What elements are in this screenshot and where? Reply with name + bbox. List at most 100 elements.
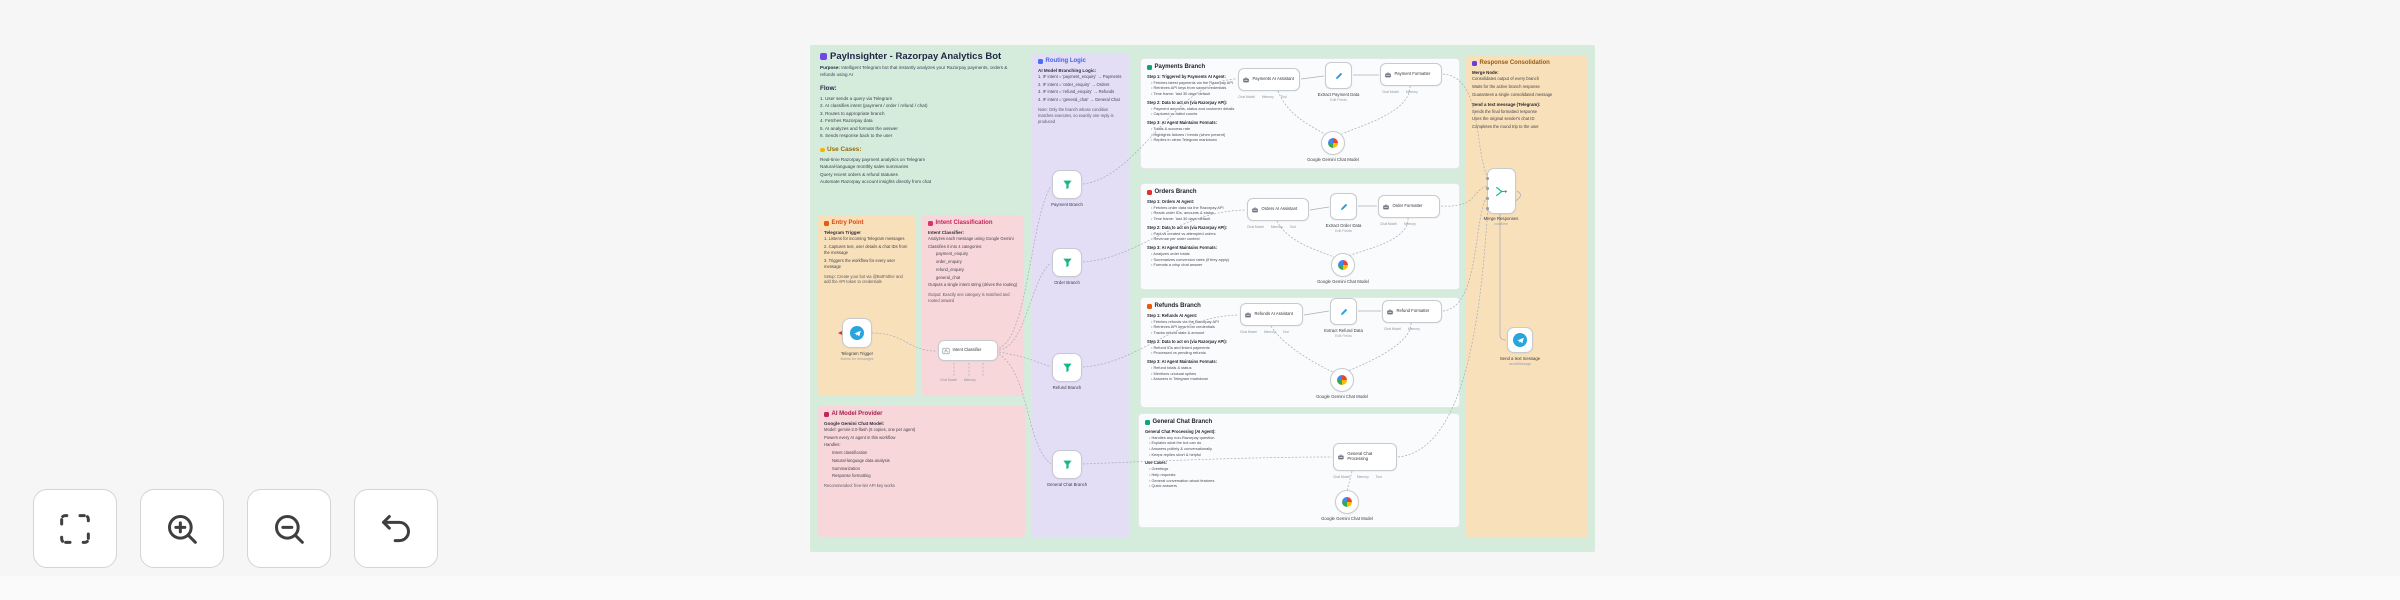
- telegram-icon: [1513, 333, 1527, 347]
- list-item: Quick answers: [1149, 483, 1297, 489]
- classifier-connector-labels: Chat Model Memory: [940, 378, 976, 382]
- robot-icon: [1385, 71, 1391, 77]
- filter-icon: [1062, 258, 1072, 268]
- orders-set-node: [1330, 193, 1357, 220]
- list-item: Revenue per order context: [1151, 236, 1299, 242]
- package-icon: [1147, 189, 1152, 195]
- bottom-strip: [0, 576, 2400, 600]
- list-item: Answers politely & conversationally: [1149, 446, 1297, 452]
- list-item: Mentions unusual spikes: [1151, 371, 1299, 377]
- gemini-icon: [1337, 375, 1347, 385]
- list-item: 4. Fetches Razorpay data: [820, 118, 873, 124]
- list-item: Sends the final formatted response: [1472, 108, 1537, 114]
- routing-subtitle: AI Model Branching Logic:: [1038, 67, 1097, 73]
- list-item: payment_enquiry: [936, 251, 969, 257]
- payments-formatter-agent-node: Payment Formatter: [1380, 63, 1442, 86]
- merge-icon: [1496, 186, 1508, 196]
- refresh-icon: [1472, 60, 1477, 66]
- refunds-agent-node: Refunds AI Assistant: [1240, 303, 1303, 326]
- undo-button[interactable]: [354, 489, 438, 568]
- telegram-icon: [850, 326, 864, 340]
- payments-set-node: [1325, 62, 1352, 89]
- ai-model-header: AI Model Provider: [824, 411, 1019, 418]
- orders-set-label: Extract Order Data Edit Fields: [1325, 223, 1362, 233]
- list-item: Processed vs pending refunds: [1151, 350, 1299, 356]
- order-branch-filter-label: Order Branch: [1054, 280, 1080, 285]
- list-item: Fetches order data via the Razorpay API: [1151, 205, 1299, 211]
- agent-connector-labels: Chat Model Memory Tool: [1238, 95, 1287, 99]
- send-group-title: Send a text message (Telegram):: [1472, 101, 1541, 107]
- list-item: 6. Sends response back to the user: [820, 133, 893, 138]
- list-item: Waits for the active branch response: [1472, 84, 1540, 89]
- ai-model-items: Model: gemini-2.0-flash (6 copies, one p…: [824, 427, 1019, 448]
- sticky-intent-classification: Intent Classification Intent Classifier:…: [922, 215, 1024, 396]
- agent-connector-labels: Chat Model Memory: [1380, 222, 1416, 226]
- general-chat-branch-notes: General Chat Processing (AI Agent): Hand…: [1145, 429, 1297, 489]
- agent-connector-labels: Chat Model Memory: [1384, 327, 1420, 331]
- merge-input-dot: [1486, 177, 1489, 180]
- purpose-label: Purpose:: [820, 65, 840, 70]
- list-item: 2. AI classifies intent (payment / order…: [820, 103, 928, 109]
- filter-icon: [1062, 363, 1072, 373]
- general-chat-filter-node: [1052, 450, 1082, 479]
- intent-classifier-node: Intent Classifier: [938, 340, 998, 361]
- list-item: Intent classification: [832, 450, 868, 456]
- list-item: Query recent orders & refund statuses: [820, 171, 898, 177]
- purpose-line: Purpose: Intelligent Telegram bot that i…: [820, 65, 1022, 78]
- robot-icon: [1245, 311, 1251, 317]
- use-cases-heading: Use Cases:: [820, 146, 1022, 153]
- shuffle-icon: [1038, 58, 1043, 64]
- gemini-icon: [1338, 260, 1348, 270]
- orders-branch-header: Orders Branch: [1147, 189, 1453, 196]
- list-item: Uses the original sender's chat ID: [1472, 116, 1535, 122]
- list-item: 3. IF intent = 'refund_enquiry' → Refund…: [1038, 89, 1115, 95]
- robot-icon: [1338, 454, 1344, 460]
- send-message-label: Send a text message sendMessage: [1499, 356, 1541, 366]
- orders-gemini-label: Google Gemini Chat Model: [1317, 279, 1369, 284]
- intent-note: Output: Exactly one category is matched …: [928, 292, 1010, 304]
- entry-subtitle: Telegram Trigger: [824, 229, 861, 235]
- response-header: Response Consolidation: [1472, 60, 1582, 67]
- intent-tail: Outputs a single intent string (drives t…: [928, 282, 1018, 288]
- refunds-gemini-label: Google Gemini Chat Model: [1316, 394, 1368, 399]
- zoom-in-button[interactable]: [140, 489, 224, 568]
- list-item: Summarization: [832, 465, 860, 471]
- chat-bubble-icon: [1145, 419, 1150, 425]
- agent-connector-labels: Chat Model Memory Tool: [1240, 330, 1289, 334]
- list-item: Guarantees a single consolidated message: [1472, 91, 1553, 97]
- general-chat-branch-card: General Chat Branch General Chat Process…: [1138, 413, 1460, 528]
- list-item: Keeps replies short & helpful: [1149, 452, 1297, 458]
- robot-icon: [1252, 206, 1258, 212]
- diagram-title-text: PayInsighter - Razorpay Analytics Bot: [830, 51, 1002, 62]
- refunds-gemini-model-node: [1330, 368, 1354, 392]
- routing-header: Routing Logic: [1038, 58, 1123, 65]
- list-item: Handles any non-Razorpay question: [1149, 435, 1297, 441]
- sticky-entry-point: Entry Point Telegram Trigger 1. Listens …: [818, 215, 915, 396]
- refunds-formatter-agent-node: Refund Formatter: [1382, 300, 1442, 323]
- general-chat-gemini-label: Google Gemini Chat Model: [1321, 516, 1373, 521]
- merge-input-dot: [1486, 187, 1489, 190]
- list-item: 2. Captures text, user details & chat ID…: [824, 243, 908, 255]
- ai-model-note: Recommended: free-tier API key works: [824, 483, 895, 489]
- general-chat-branch-header: General Chat Branch: [1145, 419, 1453, 426]
- list-item: Replies in clean Telegram markdown: [1151, 137, 1299, 143]
- zoom-out-button[interactable]: [247, 489, 331, 568]
- list-item: Model: gemini-2.0-flash (6 copies, one p…: [824, 427, 916, 433]
- list-item: Help requests: [1149, 472, 1297, 478]
- list-item: 1. Listens for incoming Telegram message…: [824, 236, 905, 242]
- zoom-out-icon: [275, 514, 304, 544]
- list-item: Completes the round trip to the user: [1472, 123, 1539, 129]
- payment-branch-filter-node: [1052, 170, 1082, 199]
- flow-heading: Flow:: [820, 85, 837, 93]
- fit-view-button[interactable]: [33, 489, 117, 568]
- target-icon: [928, 220, 933, 226]
- refund-icon: [1147, 303, 1152, 309]
- order-branch-filter-node: [1052, 248, 1082, 277]
- sticky-response-consolidation: Response Consolidation Merge Node: Conso…: [1466, 55, 1588, 537]
- workflow-diagram-image[interactable]: PayInsighter - Razorpay Analytics Bot Pu…: [810, 45, 1595, 552]
- list-item: Consolidates output of every branch: [1472, 76, 1540, 82]
